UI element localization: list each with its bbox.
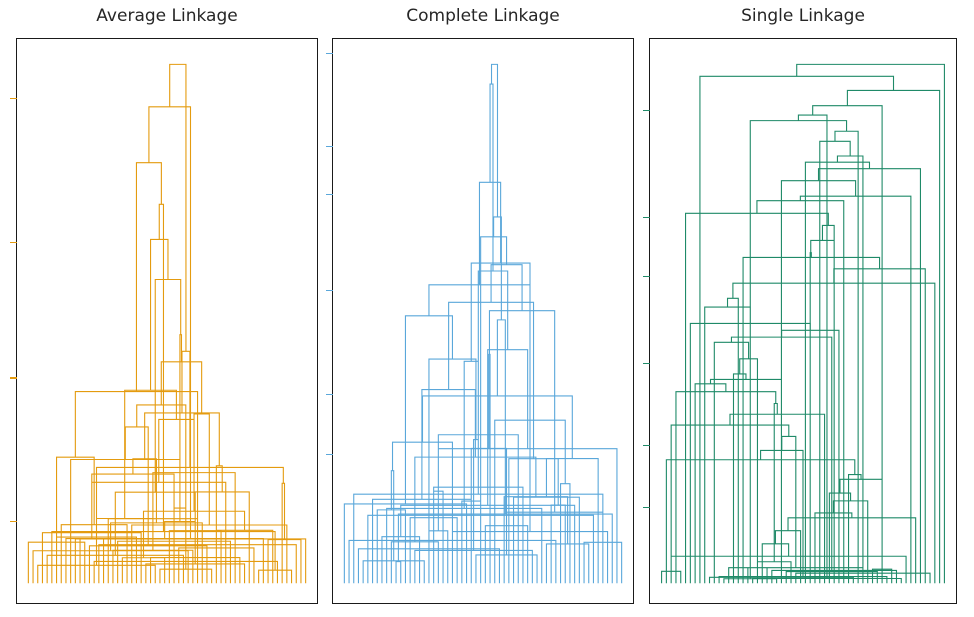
y-axis-tick (326, 290, 333, 292)
y-axis-tick (10, 242, 17, 244)
panel-complete-linkage: Complete Linkage (332, 0, 634, 617)
axes-complete-linkage (326, 38, 634, 604)
axes-single-linkage (643, 38, 957, 604)
dendrogram-lines (27, 63, 307, 584)
y-axis-tick (643, 216, 650, 218)
panel-title-average-linkage: Average Linkage (96, 6, 238, 26)
axes-average-linkage (10, 38, 318, 604)
dendrogram-lines (661, 63, 945, 584)
y-axis-tick (326, 53, 333, 55)
panel-average-linkage: Average Linkage (16, 0, 318, 617)
y-axis-tick (643, 275, 650, 278)
dendrogram-lines (343, 63, 623, 584)
y-axis-tick (643, 363, 650, 365)
y-axis-tick (326, 146, 333, 148)
y-axis-tick (643, 507, 650, 509)
panel-title-complete-linkage: Complete Linkage (406, 6, 560, 26)
y-axis-tick (643, 109, 650, 111)
y-axis-tick (10, 98, 17, 100)
y-axis-tick (326, 453, 333, 455)
y-axis-tick (10, 521, 17, 523)
y-axis-tick (10, 377, 17, 379)
panel-single-linkage: Single Linkage (649, 0, 957, 617)
y-axis-tick (326, 394, 333, 396)
y-axis-tick (326, 194, 333, 196)
y-axis-tick (643, 445, 650, 447)
panel-title-single-linkage: Single Linkage (741, 6, 865, 26)
